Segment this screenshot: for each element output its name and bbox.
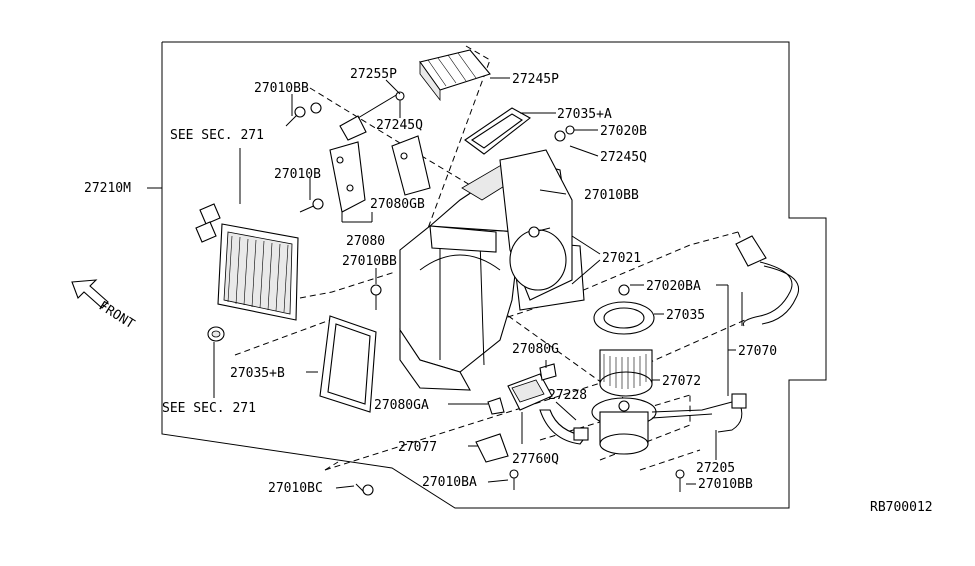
bracket-left <box>329 141 366 213</box>
blower-resistor <box>507 373 553 411</box>
label-27255p: 27255P <box>350 67 397 82</box>
label-27080: 27080 <box>346 234 385 249</box>
screw-27010b <box>299 198 324 213</box>
label-27072: 27072 <box>662 374 701 389</box>
label-27010bb-left: 27010BB <box>342 254 397 269</box>
label-27080gb: 27080GB <box>370 197 425 212</box>
label-27245q-right: 27245Q <box>600 150 647 165</box>
screw-27010bb-mid <box>528 226 551 238</box>
seal-grommet <box>207 326 225 342</box>
clip-27080ga <box>487 397 505 415</box>
screw-27010bb-left <box>370 284 382 310</box>
front-direction-label: FRONT <box>96 299 137 333</box>
blower-motor <box>591 397 657 455</box>
aspirator-duct <box>539 409 589 445</box>
blower-casing <box>499 149 573 301</box>
label-27760q: 27760Q <box>512 452 559 467</box>
label-27228: 27228 <box>548 388 587 403</box>
bracket-link <box>339 93 399 141</box>
label-27077: 27077 <box>398 440 437 455</box>
label-27080ga: 27080GA <box>374 398 429 413</box>
screw-27010bc <box>355 483 374 496</box>
bracket-right <box>391 135 431 196</box>
label-27010bb-bottom: 27010BB <box>698 477 753 492</box>
label-27035a: 27035+A <box>557 107 612 122</box>
label-27010bc: 27010BC <box>268 481 323 496</box>
air-filter <box>419 49 491 102</box>
label-27021: 27021 <box>602 251 641 266</box>
reference-code: RB700012 <box>870 500 933 515</box>
clip-27080g <box>539 363 557 381</box>
label-27245q-left: 27245Q <box>376 118 423 133</box>
label-27070: 27070 <box>738 344 777 359</box>
label-27020b: 27020B <box>600 124 647 139</box>
clip-27077 <box>475 433 509 463</box>
screw-27010ba <box>509 469 519 490</box>
fan-ring <box>593 301 655 335</box>
wiring-harness <box>651 235 799 433</box>
front-arrow-icon <box>71 279 109 309</box>
screw-27020b <box>554 125 575 142</box>
assembly-boundary <box>161 41 827 509</box>
label-27010b: 27010B <box>274 167 321 182</box>
screw-27010bb-top <box>285 102 322 127</box>
label-27035b: 27035+B <box>230 366 285 381</box>
heater-core <box>195 203 299 321</box>
label-see-sec-top: SEE SEC. 271 <box>170 128 264 143</box>
label-27010bb-top: 27010BB <box>254 81 309 96</box>
label-27010bb-mid: 27010BB <box>584 188 639 203</box>
label-27035: 27035 <box>666 308 705 323</box>
label-27245p: 27245P <box>512 72 559 87</box>
filter-frame-b <box>319 315 377 413</box>
screw-27020ba <box>618 284 630 296</box>
label-27210m: 27210M <box>84 181 131 196</box>
label-27080g: 27080G <box>512 342 559 357</box>
filter-frame-a <box>464 107 531 155</box>
label-27020ba: 27020BA <box>646 279 701 294</box>
label-see-sec-bottom: SEE SEC. 271 <box>162 401 256 416</box>
leader-lines <box>147 77 736 489</box>
label-27010ba: 27010BA <box>422 475 477 490</box>
blower-fan <box>599 349 653 397</box>
screw-27245q <box>395 91 405 101</box>
screw-27010bb-bottom <box>675 469 685 492</box>
label-27205: 27205 <box>696 461 735 476</box>
